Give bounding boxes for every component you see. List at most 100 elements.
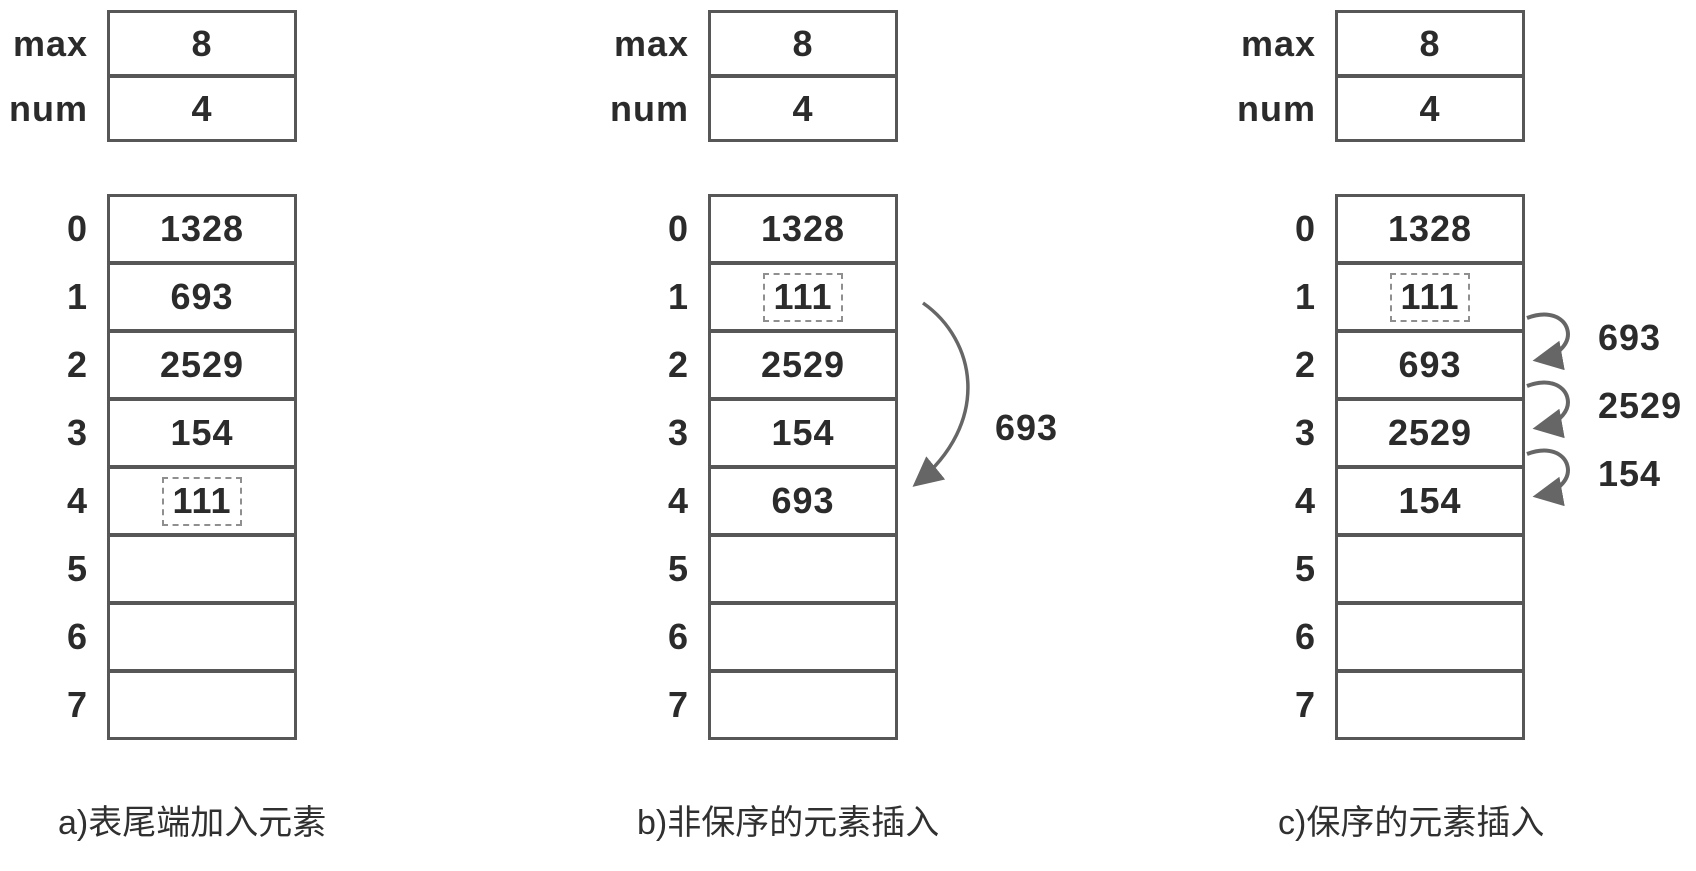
cell-value: 693 — [1398, 344, 1462, 385]
cell-value: 1328 — [159, 208, 245, 249]
header-row-num: 4 — [1338, 74, 1522, 139]
arrow-value-label: 693 — [1598, 317, 1662, 358]
cell-index-label: 5 — [1294, 548, 1316, 589]
cell-index-label: 2 — [66, 344, 88, 385]
max-value: 8 — [191, 22, 213, 64]
array-cell-row — [711, 601, 895, 669]
array-cell-row — [110, 533, 294, 601]
panel-caption: c)保序的元素插入 — [1278, 804, 1545, 842]
cell-index-label: 1 — [1294, 276, 1316, 317]
cell-index-label: 6 — [66, 616, 88, 657]
max-value: 8 — [1419, 22, 1441, 64]
cell-value: 154 — [1398, 480, 1462, 521]
array-cell-row: 1328 — [711, 197, 895, 261]
cell-index-label: 5 — [66, 548, 88, 589]
cell-index-label: 0 — [667, 208, 689, 249]
array-cell-row: 693 — [1338, 329, 1522, 397]
cell-index-label: 3 — [1294, 412, 1316, 453]
array-cell-row — [1338, 601, 1522, 669]
array-cell-row — [110, 601, 294, 669]
array-cell-row: 693 — [711, 465, 895, 533]
array-cell-row — [711, 669, 895, 737]
cell-value: 1328 — [760, 208, 846, 249]
max-label: max — [12, 22, 88, 64]
array-cell-row: 154 — [110, 397, 294, 465]
num-value: 4 — [792, 87, 814, 129]
num-label: num — [1237, 87, 1316, 129]
array-cell-row: 111 — [1338, 261, 1522, 329]
cell-value: 693 — [771, 480, 835, 521]
cell-value: 1328 — [1387, 208, 1473, 249]
num-label: num — [610, 87, 689, 129]
cell-index-label: 1 — [66, 276, 88, 317]
cell-value: 2529 — [760, 344, 846, 385]
cell-index-label: 7 — [1294, 684, 1316, 725]
num-value: 4 — [1419, 87, 1441, 129]
cell-index-label: 7 — [66, 684, 88, 725]
cell-index-label: 6 — [667, 616, 689, 657]
header-row-max: 8 — [1338, 13, 1522, 74]
panel-caption: b)非保序的元素插入 — [637, 804, 940, 842]
array-cell-row: 1328 — [110, 197, 294, 261]
header-row-max: 8 — [711, 13, 895, 74]
panel-caption: a)表尾端加入元素 — [58, 804, 327, 842]
cell-value: 154 — [170, 412, 234, 453]
cell-value: 111 — [773, 275, 833, 317]
header-row-num: 4 — [711, 74, 895, 139]
cell-index-label: 5 — [667, 548, 689, 589]
cell-value: 111 — [172, 479, 232, 521]
cell-index-label: 0 — [1294, 208, 1316, 249]
cell-index-label: 4 — [66, 480, 88, 521]
array-cell-row: 154 — [711, 397, 895, 465]
cell-value: 2529 — [159, 344, 245, 385]
new-element-dashed-box: 111 — [162, 476, 242, 526]
array-cell-row — [1338, 669, 1522, 737]
array-cell-row — [711, 533, 895, 601]
shift-loop-arrow-icon — [1526, 380, 1570, 439]
cell-index-label: 7 — [667, 684, 689, 725]
array-table: 1328 111 2529 154 693 — [708, 194, 898, 740]
num-label: num — [9, 87, 88, 129]
array-cell-row: 111 — [711, 261, 895, 329]
array-cell-row: 1328 — [1338, 197, 1522, 261]
cell-index-label: 2 — [667, 344, 689, 385]
array-table: 1328 693 2529 154 111 — [107, 194, 297, 740]
array-cell-row: 693 — [110, 261, 294, 329]
cell-index-label: 3 — [667, 412, 689, 453]
array-cell-row: 2529 — [1338, 397, 1522, 465]
cell-index-label: 4 — [667, 480, 689, 521]
array-cell-row: 2529 — [110, 329, 294, 397]
header-row-num: 4 — [110, 74, 294, 139]
new-element-dashed-box: 111 — [1390, 272, 1470, 322]
move-curved-arrow-icon — [912, 301, 970, 487]
max-label: max — [1240, 22, 1316, 64]
cell-value: 2529 — [1387, 412, 1473, 453]
array-cell-row — [1338, 533, 1522, 601]
cell-index-label: 4 — [1294, 480, 1316, 521]
cell-value: 111 — [1400, 275, 1460, 317]
array-cell-row: 154 — [1338, 465, 1522, 533]
num-value: 4 — [191, 87, 213, 129]
array-cell-row — [110, 669, 294, 737]
cell-index-label: 6 — [1294, 616, 1316, 657]
shift-loop-arrow-icon — [1526, 448, 1570, 507]
shift-loop-arrow-icon — [1526, 312, 1570, 371]
array-cell-row: 111 — [110, 465, 294, 533]
arrow-value-label: 2529 — [1598, 385, 1683, 426]
arrow-value-label: 693 — [995, 407, 1059, 448]
cell-index-label: 0 — [66, 208, 88, 249]
cell-index-label: 1 — [667, 276, 689, 317]
array-table: 1328 111 693 2529 154 — [1335, 194, 1525, 740]
new-element-dashed-box: 111 — [763, 272, 843, 322]
arrow-value-label: 154 — [1598, 453, 1662, 494]
cell-index-label: 2 — [1294, 344, 1316, 385]
cell-index-label: 3 — [66, 412, 88, 453]
cell-value: 693 — [170, 276, 234, 317]
